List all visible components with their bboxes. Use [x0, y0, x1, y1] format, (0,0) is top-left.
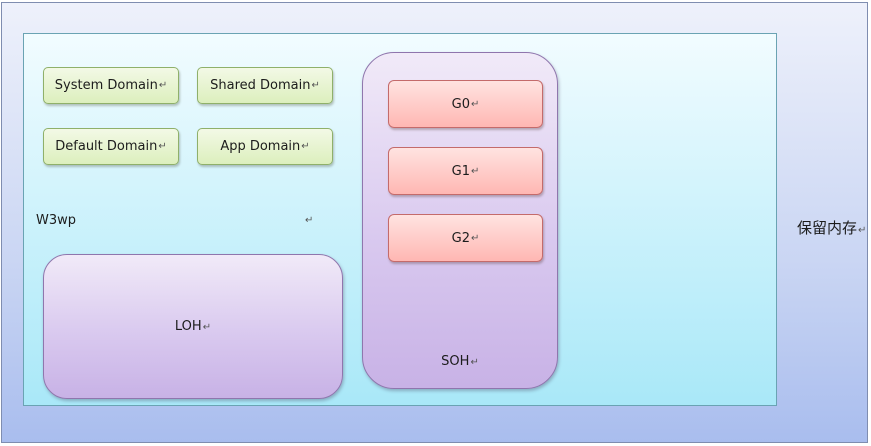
shared-domain-box: Shared Domain↵ — [197, 67, 333, 104]
default-domain-box: Default Domain↵ — [43, 128, 179, 165]
soh-label: SOH↵ — [441, 354, 479, 369]
system-domain-box: System Domain↵ — [43, 67, 179, 104]
generation-g1-box: G1↵ — [388, 147, 543, 195]
soh-heap-box: G0↵ G1↵ G2↵ SOH↵ — [362, 52, 558, 389]
app-domain-box: App Domain↵ — [197, 128, 333, 165]
generation-g2-box: G2↵ — [388, 214, 543, 262]
generation-g0-box: G0↵ — [388, 80, 543, 128]
loh-label: LOH↵ — [174, 319, 212, 334]
paragraph-mark: ↵ — [305, 215, 314, 226]
loh-heap-box: LOH↵ — [43, 254, 343, 399]
reserved-memory-label: 保留内存↵ — [797, 219, 867, 237]
w3wp-label: W3wp — [36, 213, 77, 228]
